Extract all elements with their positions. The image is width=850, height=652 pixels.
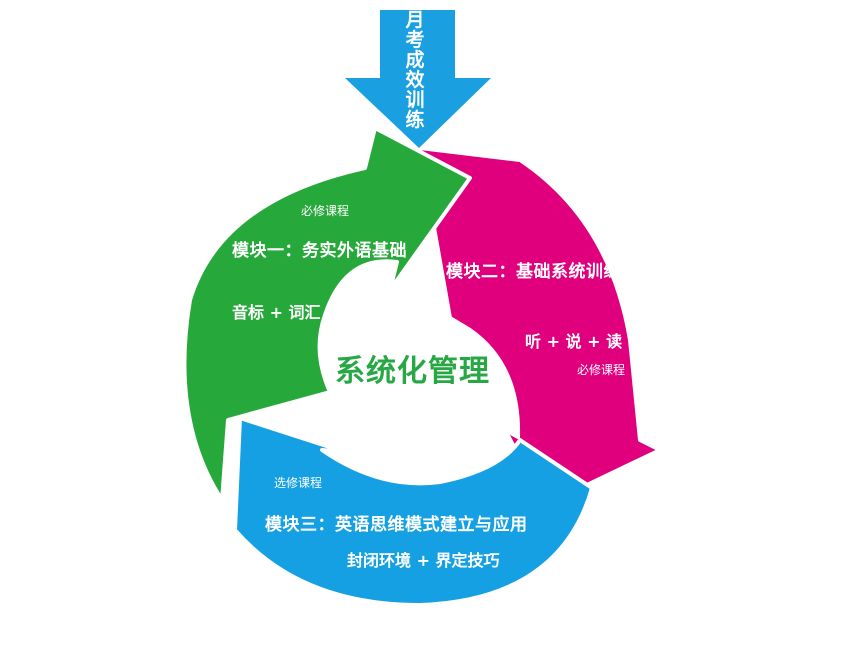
- center-title: 系统化管理: [335, 354, 490, 389]
- down-arrow: [345, 10, 491, 148]
- module-1-arrow: [182, 126, 472, 502]
- top-arrow-label: 月考成效训练: [405, 9, 425, 131]
- module-1-content: 音标 + 词汇: [232, 303, 321, 322]
- module-3-tag: 选修课程: [274, 476, 323, 490]
- module-3-arrow: [233, 416, 594, 607]
- module-1-title: 模块一：务实外语基础: [232, 241, 407, 261]
- module-3-title: 模块三：英语思维模式建立与应用: [265, 515, 528, 535]
- module-2-title: 模块二：基础系统训练: [446, 262, 621, 282]
- module-2-arrow: [418, 146, 662, 507]
- module-2-content: 听 + 说 + 读 + 写: [525, 332, 663, 351]
- module-3-content: 封闭环境 + 界定技巧: [347, 551, 500, 570]
- module-2-tag: 必修课程: [577, 363, 626, 377]
- module-1-tag: 必修课程: [301, 204, 350, 218]
